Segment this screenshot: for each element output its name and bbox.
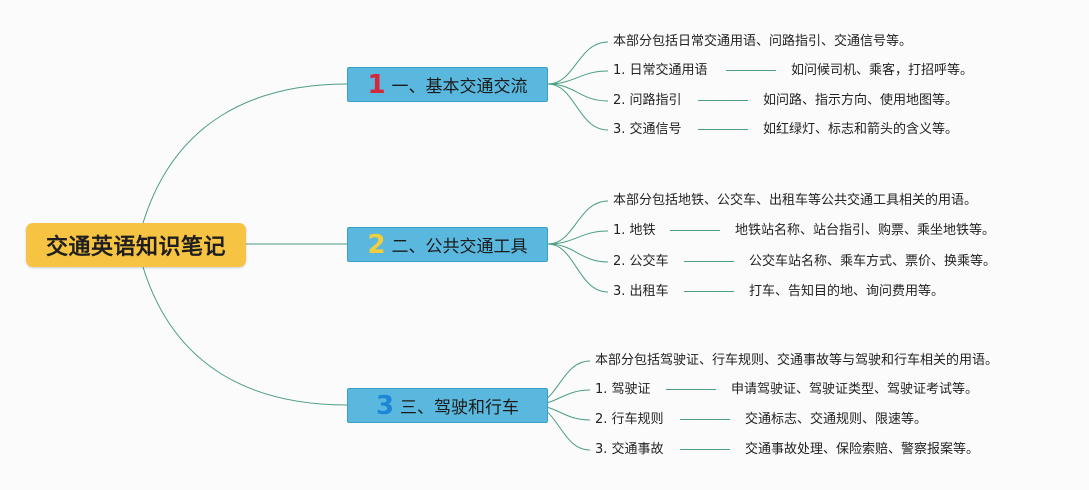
branch-2-item-2-connector [684,261,734,262]
edge-b1-item-3 [547,83,609,131]
branch-1-summary: 本部分包括日常交通用语、问路指引、交通信号等。 [613,34,913,49]
branch-1-item-3-connector [698,129,748,130]
branch-2-item-3-label: 3. 出租车 [613,284,669,299]
branch-2-item-2-label: 2. 公交车 [613,254,669,269]
branch-3-summary: 本部分包括驾驶证、行车规则、交通事故等与驾驶和行车相关的用语。 [595,353,999,368]
branch-1-item-2-label: 2. 问路指引 [613,93,682,108]
branch-3-item-3-label: 3. 交通事故 [595,442,664,457]
edge-b2-summary [547,200,609,245]
branch-2-item-3-desc: 打车、告知目的地、询问费用等。 [749,284,945,299]
branch-2-item-1-label: 1. 地铁 [613,223,656,238]
edge-root-branch-1 [142,83,348,224]
branch-1-item-3-desc: 如红绿灯、标志和箭头的含义等。 [763,122,959,137]
branch-2-item-3-connector [684,291,734,292]
branch-3-item-3-desc: 交通事故处理、保险索赔、警察报案等。 [745,442,980,457]
branch-number-2: 2 [367,229,386,260]
branch-3-item-3-connector [680,449,730,450]
branch-node-1[interactable]: 1 一、基本交通交流 [347,67,548,102]
branch-2-summary: 本部分包括地铁、公交车、出租车等公共交通工具相关的用语。 [613,193,978,208]
branch-node-3[interactable]: 3 三、驾驶和行车 [347,388,548,423]
branch-label-2: 二、公共交通工具 [391,237,528,257]
branch-3-item-2-label: 2. 行车规则 [595,412,664,427]
edge-b2-item-3 [547,243,609,293]
root-title: 交通英语知识笔记 [45,235,226,260]
branch-1-item-3-label: 3. 交通信号 [613,122,682,137]
branch-1-item-1-connector [726,70,776,71]
edge-b1-item-2 [547,83,609,102]
branch-number-3: 3 [375,390,395,421]
branch-1-item-2-desc: 如问路、指示方向、使用地图等。 [763,93,959,108]
branch-3-item-2-desc: 交通标志、交通规则、限速等。 [745,412,928,427]
branch-2-item-1-connector [670,230,720,231]
edge-root-branch-3 [142,266,348,406]
branch-3-item-1-desc: 申请驾驶证、驾驶证类型、驾驶证考试等。 [731,382,979,397]
branch-3-item-1-label: 1. 驾驶证 [595,382,651,397]
branch-2-item-2-desc: 公交车站名称、乘车方式、票价、换乘等。 [749,254,997,269]
branch-1-item-1-label: 1. 日常交通用语 [613,63,708,78]
branch-label-1: 一、基本交通交流 [391,77,528,97]
branch-2-item-1-desc: 地铁站名称、站台指引、购票、乘坐地铁等。 [735,223,996,238]
edge-b2-item-1 [547,230,609,245]
branch-number-1: 1 [367,69,386,100]
branch-label-3: 三、驾驶和行车 [400,398,520,418]
branch-node-2[interactable]: 2 二、公共交通工具 [347,227,548,262]
edge-b1-item-1 [547,70,609,85]
edge-b2-item-2 [547,243,609,263]
branch-1-item-1-desc: 如问候司机、乘客，打招呼等。 [791,63,974,78]
branch-3-item-2-connector [680,419,730,420]
root-node[interactable]: 交通英语知识笔记 [26,223,246,267]
branch-1-item-2-connector [698,100,748,101]
edge-b1-summary [547,41,609,85]
branch-3-item-1-connector [666,389,716,390]
